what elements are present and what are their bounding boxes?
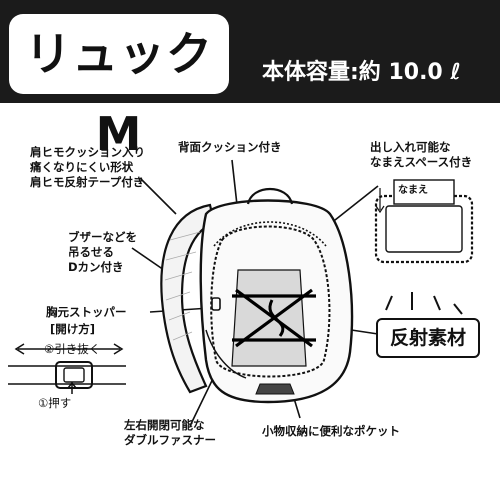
- chest-stopper-note: 胸元ストッパー: [46, 305, 127, 319]
- name-tag-label: なまえ: [398, 185, 428, 196]
- buckle-diagram: [8, 343, 126, 394]
- product-title: リュック M: [25, 27, 213, 161]
- zipper-note-line-2: ダブルファスナー: [124, 433, 216, 447]
- header-band: リュック M 本体容量:約 10.0 ℓ: [0, 0, 500, 161]
- shoulder-strap-note: 肩ヒモクッション入り 痛くなりにくい形状 肩ヒモ反射テープ付き: [30, 145, 145, 190]
- d-ring-line-3: Dカン付き: [68, 260, 124, 274]
- title-plate: リュック M: [9, 14, 229, 161]
- step-press-label: ①押す: [38, 396, 72, 410]
- pocket-note: 小物収納に便利なポケット: [262, 424, 400, 438]
- how-to-open-label: [開け方]: [50, 322, 96, 336]
- d-ring-line-1: ブザーなどを: [68, 230, 137, 244]
- reflective-material-badge: 反射素材: [376, 318, 480, 358]
- name-tag-inset: [374, 179, 474, 264]
- backpack-drawing: [160, 188, 354, 404]
- name-space-line-2: なまえスペース付き: [370, 155, 473, 169]
- shoulder-note-line-1: 肩ヒモクッション入り: [30, 145, 145, 159]
- name-space-note: 出し入れ可能な なまえスペース付き: [370, 140, 472, 170]
- d-ring-note: ブザーなどを 吊るせる Dカン付き: [68, 230, 137, 275]
- back-cushion-note: 背面クッション付き: [178, 140, 282, 154]
- name-space-line-1: 出し入れ可能な: [370, 140, 451, 154]
- step-pull-label: ②引き抜く: [44, 342, 101, 356]
- zipper-note-line-1: 左右開閉可能な: [124, 418, 205, 432]
- d-ring-line-2: 吊るせる: [68, 245, 114, 259]
- double-zipper-note: 左右開閉可能な ダブルファスナー: [124, 418, 216, 448]
- shoulder-note-line-2: 痛くなりにくい形状: [30, 160, 134, 174]
- capacity-label: 本体容量:約 10.0 ℓ: [262, 60, 461, 85]
- shoulder-note-line-3: 肩ヒモ反射テープ付き: [30, 175, 145, 189]
